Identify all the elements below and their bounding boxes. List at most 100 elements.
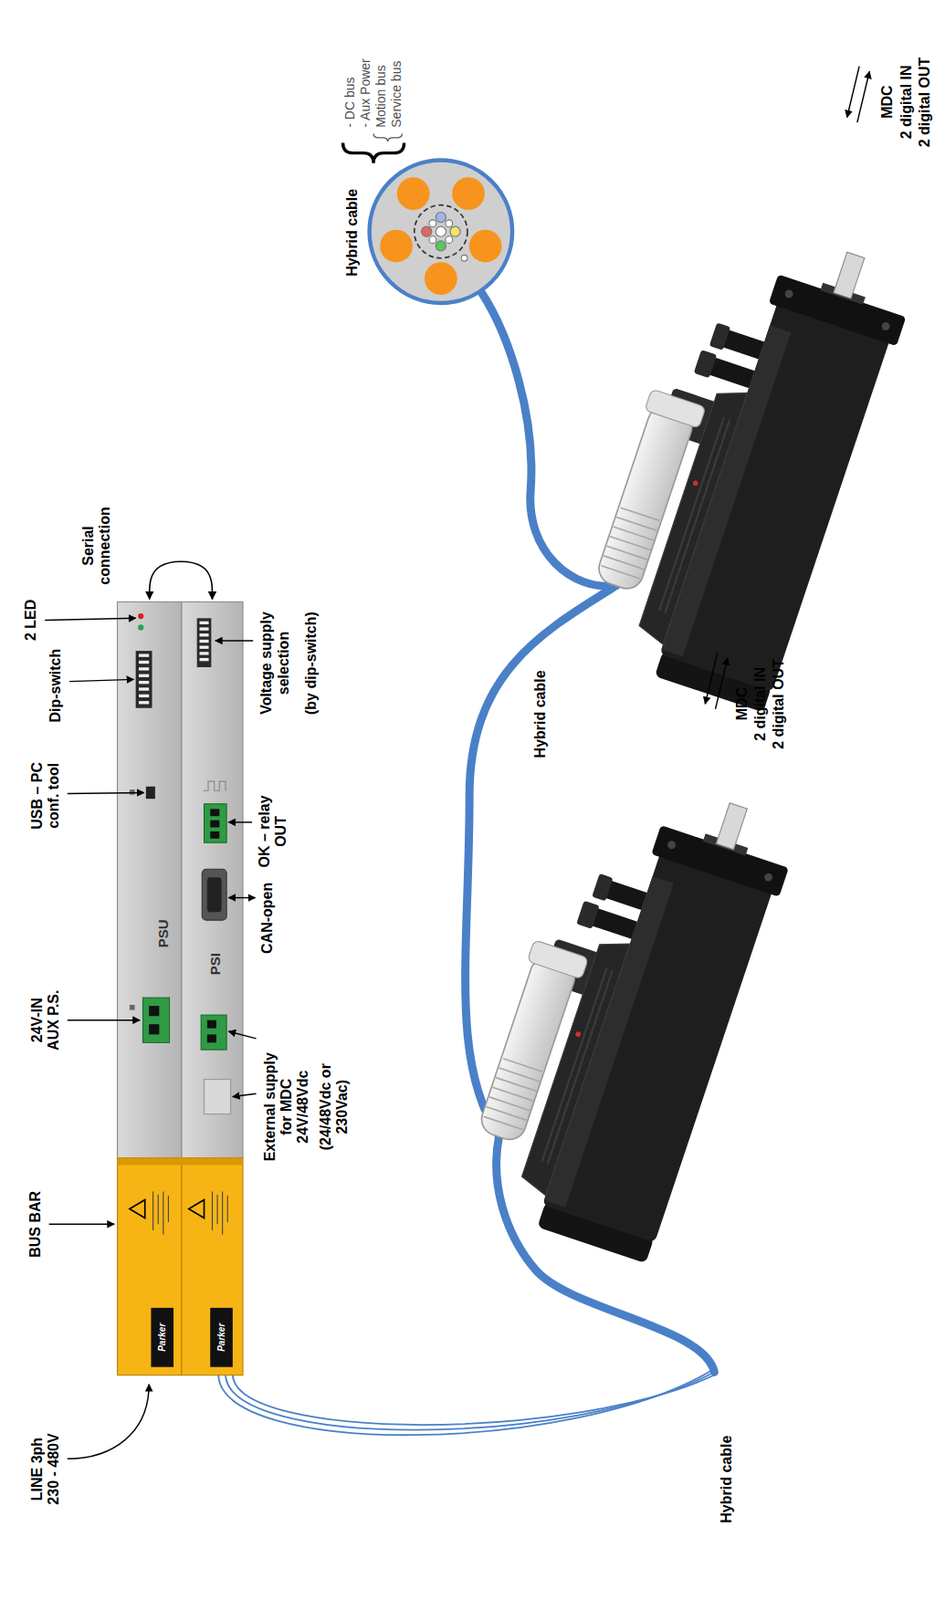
psi-front-details xyxy=(199,651,210,655)
callout-arrow xyxy=(857,71,870,123)
canopen-callout: CAN-open xyxy=(259,882,276,955)
callout-arrow xyxy=(228,821,252,823)
cable-cross-section xyxy=(435,226,446,237)
cable-label: Hybrid cable xyxy=(344,189,361,277)
text-holder: LINE 3ph 230 - 480V xyxy=(29,1429,63,1511)
psu-front-details xyxy=(138,653,149,657)
brace xyxy=(343,142,405,163)
voltage-selection-callout: Voltage supply selection xyxy=(258,607,293,721)
aux-supply-callout: 24V-IN AUX P.S. xyxy=(29,985,63,1057)
io-label: 2 digital IN xyxy=(752,667,769,742)
bus-list-item: - Aux Power xyxy=(357,58,373,127)
mdc-motor xyxy=(448,757,803,1267)
text-holder: Service bus xyxy=(388,61,404,128)
io-label: 2 digital OUT xyxy=(916,57,934,148)
psu-psi-modules xyxy=(117,601,182,1158)
callout-arrow xyxy=(228,897,255,899)
brace xyxy=(343,133,405,163)
psi-front-details xyxy=(199,640,210,643)
psi-front-details xyxy=(199,633,210,637)
cable-cross-section xyxy=(429,236,437,244)
cable-cross-section xyxy=(397,177,431,210)
brand-logo: Parker xyxy=(157,1323,168,1353)
psu-psi-modules xyxy=(181,1158,243,1376)
text-holder: Parker xyxy=(157,1323,168,1353)
psi-front-details xyxy=(201,869,227,921)
cable-cross-section xyxy=(421,226,432,237)
text-holder: PSI xyxy=(207,953,223,976)
callout-arrow xyxy=(704,652,717,704)
psi-front-details xyxy=(199,646,210,650)
relay-callout: OK – relay OUT xyxy=(256,790,291,873)
psu-psi-modules xyxy=(211,1191,228,1235)
cable-cross-section xyxy=(469,230,503,263)
brace xyxy=(373,133,402,142)
callout-arrow xyxy=(847,66,860,118)
drawing-root xyxy=(44,66,920,1460)
callout-arrow xyxy=(67,1019,140,1021)
psu-front-details xyxy=(138,687,149,691)
psu-front-details xyxy=(138,661,149,664)
hybrid-cable xyxy=(225,1372,714,1430)
hybrid-cable xyxy=(482,293,618,587)
psu-front-details xyxy=(138,667,149,671)
callout-arrow xyxy=(49,1224,116,1226)
callout-arrow xyxy=(715,658,728,710)
psu-psi-modules xyxy=(189,1199,205,1218)
hybrid-cable xyxy=(232,1375,717,1426)
text-holder: CAN-open xyxy=(259,882,276,955)
module-name: PSI xyxy=(207,953,223,976)
text-holder: USB – PC conf. tool xyxy=(29,750,63,842)
cable-cross-section xyxy=(429,220,437,228)
text-holder: Hybrid cable xyxy=(718,1436,735,1524)
callout-arrow xyxy=(215,640,253,641)
device-label: MDC xyxy=(734,687,751,721)
text-holder: MDC xyxy=(734,687,751,721)
psu-front-details xyxy=(129,1005,136,1011)
device-label: MDC xyxy=(879,84,896,118)
callout-arrow xyxy=(228,1031,256,1040)
text-holder: Motion bus xyxy=(373,64,389,127)
text-holder: BUS BAR xyxy=(27,1191,44,1259)
psu-front-details xyxy=(148,1024,159,1035)
io-label: 2 digital IN xyxy=(898,64,915,139)
cable-cross-section xyxy=(414,205,468,259)
cable-cross-section xyxy=(450,226,461,237)
dip-switch-callout: Dip-switch xyxy=(47,649,64,724)
text-holder: - Aux Power xyxy=(357,58,373,127)
cable-cross-section xyxy=(369,159,513,303)
io-label: 2 digital OUT xyxy=(770,659,788,750)
text-holder: - DC bus xyxy=(342,76,357,127)
hybrid-cable xyxy=(218,1370,713,1436)
text-holder: 2 digital OUT xyxy=(770,659,788,750)
psu-psi-modules xyxy=(129,1199,146,1218)
text-holder: (by dip-switch) xyxy=(303,611,320,715)
usb-callout: USB – PC conf. tool xyxy=(29,750,63,842)
module-panel: PSU xyxy=(117,601,182,1158)
psu-front-details xyxy=(148,1006,159,1017)
callout-arrow xyxy=(44,618,136,620)
psi-front-details xyxy=(199,658,210,662)
text-holder: 2 LED xyxy=(22,599,40,641)
led-callout: 2 LED xyxy=(22,599,40,641)
psi-front-details xyxy=(210,808,220,817)
brand-logo: Parker xyxy=(216,1323,228,1353)
callout-arrow xyxy=(69,679,134,682)
psu-psi-modules xyxy=(153,1191,169,1235)
cable-cross-section xyxy=(379,230,413,263)
psi-front-details xyxy=(199,627,210,630)
psi-front-details xyxy=(197,618,231,1114)
psu-psi-modules xyxy=(150,1308,174,1368)
psi-front-details xyxy=(204,804,228,843)
psi-front-details xyxy=(204,1080,231,1115)
psu-front-details xyxy=(137,624,144,630)
callout-arrow xyxy=(232,1093,257,1097)
text-holder: 2 digital IN xyxy=(898,64,915,139)
psi-front-details xyxy=(210,820,220,829)
psu-psi-modules xyxy=(117,601,243,1376)
psu-front-details xyxy=(138,701,149,704)
psi-front-details xyxy=(207,1020,217,1029)
module-name: PSU xyxy=(155,919,171,948)
